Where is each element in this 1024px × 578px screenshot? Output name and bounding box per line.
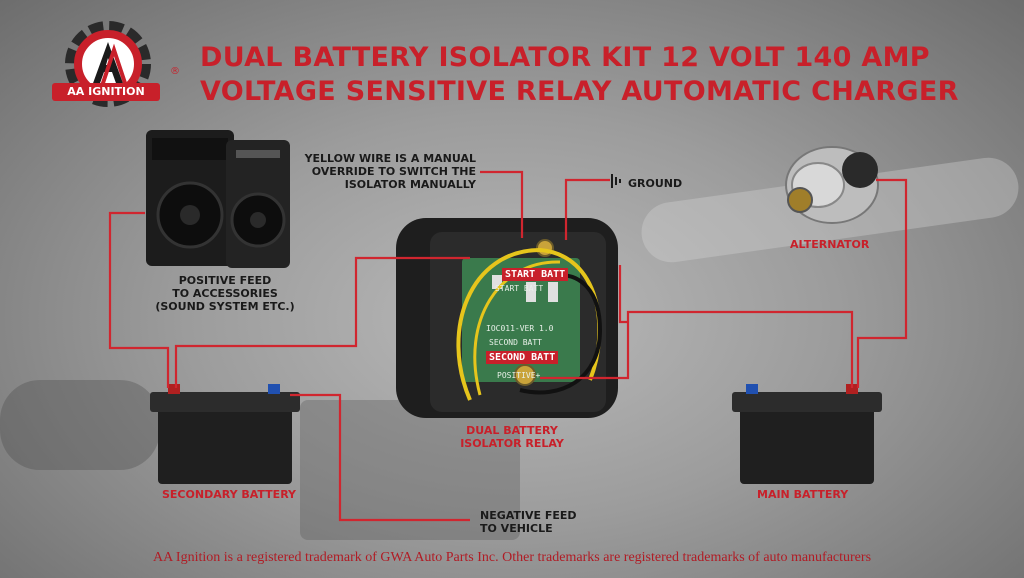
logo-wordmark: AA IGNITION [52, 83, 160, 101]
background-shape [300, 400, 520, 540]
ground-icon [611, 174, 621, 188]
label-line: DUAL BATTERY [466, 424, 558, 437]
label-line: POSITIVE FEED [178, 274, 272, 287]
background-shape [0, 380, 160, 470]
second-batt-tag: SECOND BATT [486, 351, 559, 364]
relay-icon [396, 218, 618, 418]
trademark-footer: AA Ignition is a registered trademark of… [152, 550, 872, 565]
start-batt-tag: START BATT [502, 268, 569, 281]
label-line: TO ACCESSORIES [172, 287, 278, 300]
label-line: OVERRIDE TO SWITCH THE [311, 165, 476, 178]
label-line: TO VEHICLE [480, 522, 553, 535]
page-title-line-1: DUAL BATTERY ISOLATOR KIT 12 VOLT 140 AM… [200, 42, 930, 73]
main-battery-label: MAIN BATTERY [757, 488, 849, 501]
battery-icon [150, 384, 300, 484]
yellow-wire-label: YELLOW WIRE IS A MANUAL OVERRIDE TO SWIT… [296, 152, 476, 191]
board-text: START BATT [495, 284, 544, 293]
board-text: IOC011-VER 1.0 [486, 324, 554, 333]
board-text: POSITIVE+ [497, 371, 541, 380]
relay-label: DUAL BATTERY ISOLATOR RELAY [452, 424, 572, 450]
label-line: NEGATIVE FEED [480, 509, 577, 522]
negative-feed-label: NEGATIVE FEED TO VEHICLE [480, 509, 577, 535]
board-text: SECOND BATT [489, 338, 542, 347]
aa-ignition-logo [40, 16, 190, 116]
secondary-battery-label: SECONDARY BATTERY [162, 488, 297, 501]
ground-label: GROUND [628, 177, 683, 190]
label-line: (SOUND SYSTEM ETC.) [155, 300, 295, 313]
label-line: YELLOW WIRE IS A MANUAL [304, 152, 476, 165]
positive-feed-label: POSITIVE FEED TO ACCESSORIES (SOUND SYST… [140, 274, 310, 313]
battery-icon [732, 384, 882, 484]
alternator-icon [785, 146, 879, 224]
speaker-icon [146, 130, 290, 268]
gear-logo-icon [65, 21, 151, 107]
registered-mark: ® [170, 66, 180, 77]
label-line: ISOLATOR RELAY [460, 437, 564, 450]
label-line: ISOLATOR MANUALLY [344, 178, 476, 191]
page-title-line-2: VOLTAGE SENSITIVE RELAY AUTOMATIC CHARGE… [200, 76, 959, 107]
alternator-label: ALTERNATOR [790, 238, 870, 251]
